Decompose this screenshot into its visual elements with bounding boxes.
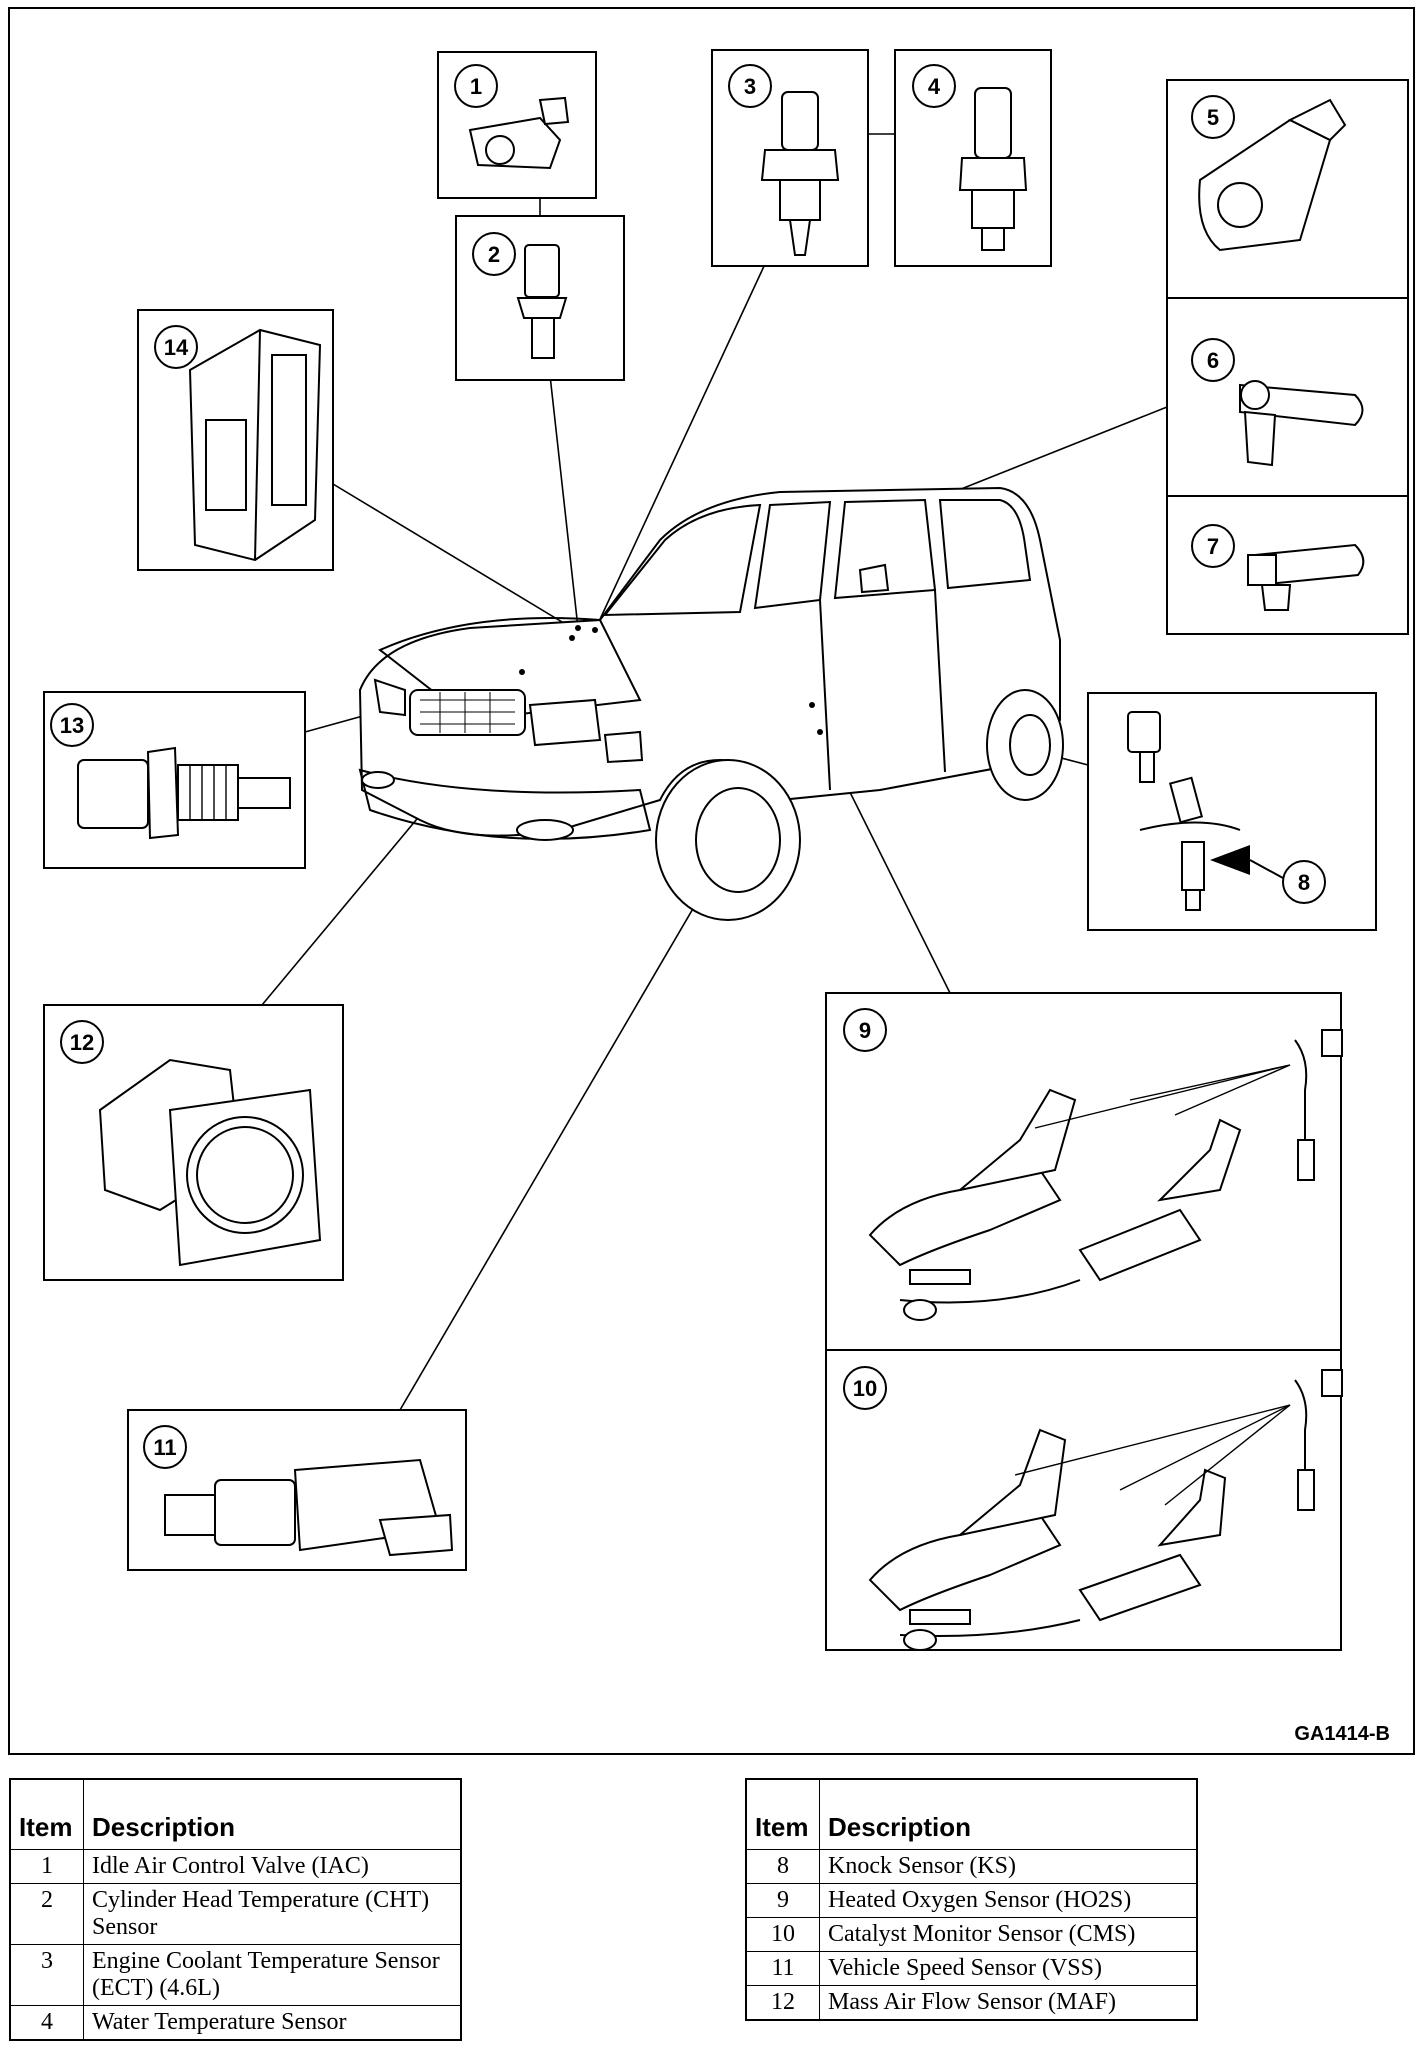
callout-5: 5 [1207, 105, 1219, 130]
callout-13: 13 [60, 713, 84, 738]
callout-1: 1 [470, 74, 482, 99]
legend-header-item: Item [9, 1778, 84, 1850]
callout-8: 8 [1298, 870, 1310, 895]
component-box-6: 6 [1166, 297, 1409, 497]
vehicle-illustration [358, 486, 1064, 921]
legend-row: 1 Idle Air Control Valve (IAC) [9, 1849, 462, 1884]
component-box-10: 10 [825, 1349, 1343, 1651]
component-box-8: 8 [1087, 692, 1377, 931]
diagram-frame [8, 7, 1415, 1755]
sensor-location-diagram: 1 2 3 4 [8, 7, 1415, 1755]
legend-table-left: Item Description 1 Idle Air Control Valv… [9, 1778, 462, 2041]
legend-item-description: Engine Coolant Temperature Sensor (ECT) … [83, 1944, 462, 2006]
legend-item-description: Idle Air Control Valve (IAC) [83, 1849, 462, 1884]
callout-7: 7 [1207, 534, 1219, 559]
legend-item-number: 9 [745, 1883, 820, 1918]
legend-row: 3 Engine Coolant Temperature Sensor (ECT… [9, 1944, 462, 2006]
callout-9: 9 [859, 1018, 871, 1043]
legend-header-description: Description [819, 1778, 1198, 1850]
legend-item-number: 10 [745, 1917, 820, 1952]
component-box-3: 3 [711, 49, 869, 267]
legend-header-row: Item Description [745, 1778, 1198, 1850]
callout-2: 2 [488, 242, 500, 267]
figure-code: GA1414-B [1294, 1723, 1390, 1745]
callout-10: 10 [853, 1376, 877, 1401]
legend-row: 11 Vehicle Speed Sensor (VSS) [745, 1951, 1198, 1986]
component-box-1: 1 [437, 51, 597, 199]
component-box-9: 9 [825, 992, 1343, 1351]
legend-item-number: 8 [745, 1849, 820, 1884]
legend-header-description: Description [83, 1778, 462, 1850]
component-box-13: 13 [43, 691, 306, 869]
callout-3: 3 [744, 74, 756, 99]
legend-row: 2 Cylinder Head Temperature (CHT) Sensor [9, 1883, 462, 1945]
connection-dots [519, 625, 823, 735]
legend-item-number: 3 [9, 1944, 84, 2006]
legend-row: 4 Water Temperature Sensor [9, 2005, 462, 2041]
component-box-11: 11 [127, 1409, 467, 1571]
legend-item-description: Water Temperature Sensor [83, 2005, 462, 2041]
callout-11: 11 [153, 1435, 176, 1460]
component-box-12: 12 [43, 1004, 344, 1281]
legend-item-number: 4 [9, 2005, 84, 2041]
callout-4: 4 [928, 74, 941, 99]
legend-item-number: 1 [9, 1849, 84, 1884]
legend-item-number: 12 [745, 1985, 820, 2021]
legend-row: 9 Heated Oxygen Sensor (HO2S) [745, 1883, 1198, 1918]
legend-header-row: Item Description [9, 1778, 462, 1850]
legend-row: 12 Mass Air Flow Sensor (MAF) [745, 1985, 1198, 2021]
legend-item-description: Heated Oxygen Sensor (HO2S) [819, 1883, 1198, 1918]
legend-header-item: Item [745, 1778, 820, 1850]
legend-row: 10 Catalyst Monitor Sensor (CMS) [745, 1917, 1198, 1952]
legend-item-number: 2 [9, 1883, 84, 1945]
legend-row: 8 Knock Sensor (KS) [745, 1849, 1198, 1884]
component-box-5: 5 [1166, 79, 1409, 299]
legend-item-description: Catalyst Monitor Sensor (CMS) [819, 1917, 1198, 1952]
component-box-2: 2 [455, 215, 625, 381]
callout-12: 12 [70, 1030, 94, 1055]
legend-item-description: Vehicle Speed Sensor (VSS) [819, 1951, 1198, 1986]
component-box-7: 7 [1166, 495, 1409, 635]
legend-item-description: Knock Sensor (KS) [819, 1849, 1198, 1884]
legend-item-description: Mass Air Flow Sensor (MAF) [819, 1985, 1198, 2021]
component-box-14: 14 [137, 309, 334, 571]
callout-14: 14 [164, 335, 189, 360]
callout-6: 6 [1207, 348, 1219, 373]
component-box-4: 4 [894, 49, 1052, 267]
legend-item-number: 11 [745, 1951, 820, 1986]
legend-table-right: Item Description 8 Knock Sensor (KS) 9 H… [745, 1778, 1198, 2021]
legend-item-description: Cylinder Head Temperature (CHT) Sensor [83, 1883, 462, 1945]
